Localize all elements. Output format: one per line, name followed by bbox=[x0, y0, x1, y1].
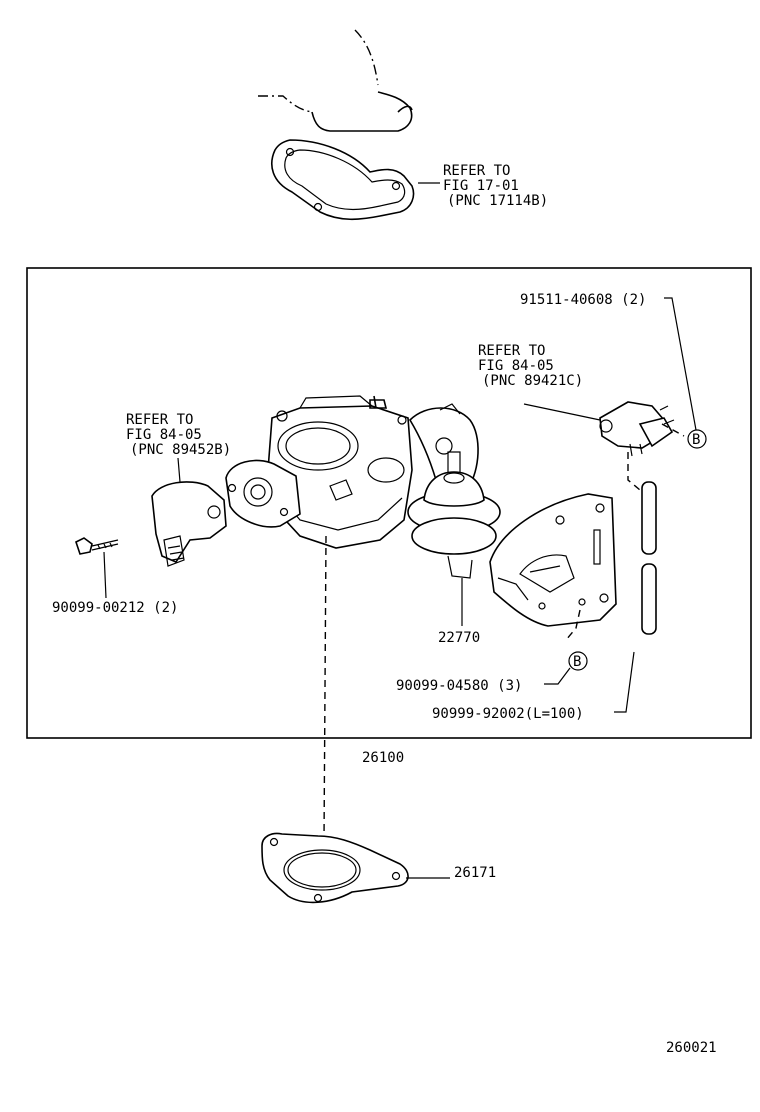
right-ref-line3: (PNC 89421C) bbox=[482, 373, 583, 389]
leader-90099-00212 bbox=[103, 551, 107, 599]
leader-90099-04580 bbox=[544, 667, 571, 685]
label-22770: 22770 bbox=[438, 630, 480, 646]
lower-gasket-26171 bbox=[261, 832, 409, 904]
label-91511-40608: 91511-40608 (2) bbox=[520, 292, 646, 308]
mounting-bracket bbox=[489, 493, 617, 627]
leader-91511-40608 bbox=[664, 297, 697, 431]
upper-gasket bbox=[271, 139, 415, 221]
label-90999-92002: 90999-92002(L=100) bbox=[432, 706, 584, 722]
marker-b-lower bbox=[568, 651, 588, 671]
assembly-frame bbox=[26, 267, 752, 739]
label-90099-04580: 90099-04580 (3) bbox=[396, 678, 522, 694]
intake-manifold-phantom bbox=[258, 29, 413, 132]
marker-b-upper bbox=[687, 429, 707, 449]
right-ref-line2: FIG 84-05 bbox=[478, 358, 554, 374]
leader-left-ref bbox=[177, 457, 181, 483]
label-26171: 26171 bbox=[454, 865, 496, 881]
dash-throttle-to-gasket bbox=[323, 535, 327, 841]
left-ref-line3: (PNC 89452B) bbox=[130, 442, 231, 458]
left-ref-line2: FIG 84-05 bbox=[126, 427, 202, 443]
marker-b-upper-text: B bbox=[692, 432, 700, 448]
sensor-mount-flange bbox=[225, 459, 301, 528]
right-ref-line1: REFER TO bbox=[478, 343, 545, 359]
throttle-position-sensor bbox=[151, 481, 227, 567]
dash-vsv-to-hose bbox=[627, 452, 641, 491]
top-ref-line2: FIG 17-01 bbox=[443, 178, 519, 194]
vacuum-switching-valve bbox=[599, 401, 675, 457]
dash-bracket-to-b bbox=[565, 609, 581, 641]
leader-90999-92002 bbox=[614, 651, 635, 713]
figure-id: 260021 bbox=[666, 1040, 717, 1056]
dash-vsv-to-b bbox=[661, 423, 685, 437]
leader-right-ref bbox=[523, 403, 601, 421]
top-ref-line3: (PNC 17114B) bbox=[447, 193, 548, 209]
vacuum-hose-upper bbox=[641, 481, 657, 555]
label-90099-00212: 90099-00212 (2) bbox=[52, 600, 178, 616]
screw-90099-00212 bbox=[75, 537, 119, 555]
top-ref-line1: REFER TO bbox=[443, 163, 510, 179]
marker-b-lower-text: B bbox=[573, 654, 581, 670]
vacuum-hose-lower bbox=[641, 563, 657, 635]
dashpot-22770 bbox=[407, 451, 501, 579]
throttle-cam bbox=[408, 403, 479, 489]
left-ref-line1: REFER TO bbox=[126, 412, 193, 428]
label-26100: 26100 bbox=[362, 750, 404, 766]
